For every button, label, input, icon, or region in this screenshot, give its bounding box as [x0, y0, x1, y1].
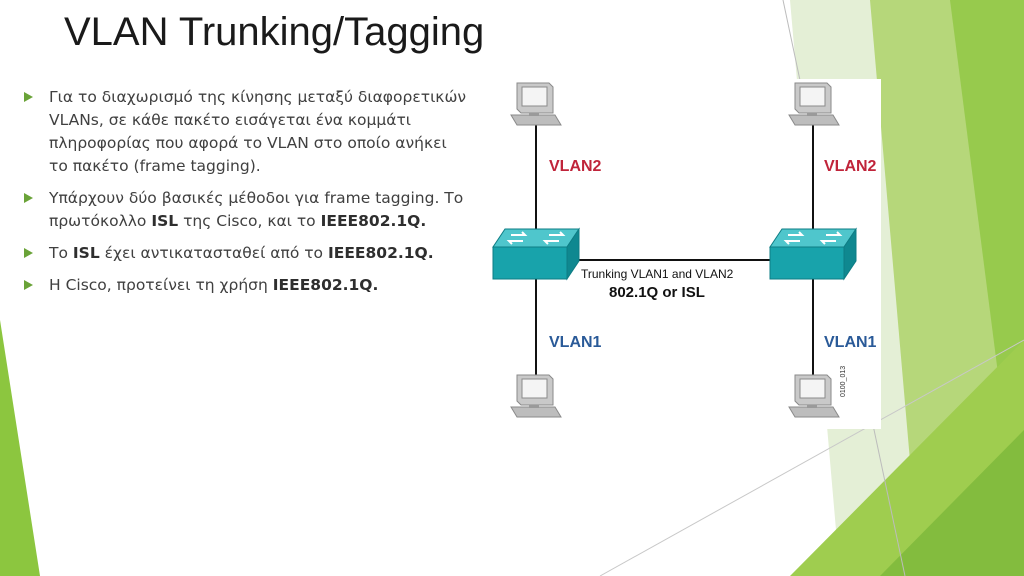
bullet-bold-text: IEEE802.1Q. [320, 212, 427, 230]
bullet-text: Η Cisco, προτείνει τη χρήση [49, 276, 273, 294]
bullet-arrow-icon [24, 92, 33, 102]
vlan-trunk-diagram: VLAN2 VLAN2 VLAN1 VLAN1 Trunking VLAN1 a… [487, 79, 881, 429]
switch-icon [769, 227, 857, 281]
bullet-text: Το [49, 244, 73, 262]
bullet-list: Για το διαχωρισμό της κίνησης μεταξύ δια… [22, 86, 467, 306]
bullet-item: Για το διαχωρισμό της κίνησης μεταξύ δια… [22, 86, 467, 178]
vlan1-label-left: VLAN1 [549, 334, 602, 351]
vlan2-label-left: VLAN2 [549, 158, 602, 175]
vlan2-label-right: VLAN2 [824, 158, 877, 175]
bullet-text: έχει αντικατασταθεί από το [99, 244, 328, 262]
bullet-bold-text: ISL [72, 244, 100, 262]
trunk-protocol: 802.1Q or ISL [609, 284, 705, 301]
bullet-arrow-icon [24, 280, 33, 290]
bullet-item: Η Cisco, προτείνει τη χρήση IEEE802.1Q. [22, 274, 467, 297]
pc-icon [510, 374, 562, 418]
bullet-text: Υπάρχουν δύο βασικές μέθοδοι για frame t… [49, 189, 464, 230]
bullet-arrow-icon [24, 248, 33, 258]
trunk-description: Trunking VLAN1 and VLAN2 [581, 267, 734, 281]
decor-left-sliver [0, 320, 40, 576]
bullet-text: Για το διαχωρισμό της κίνησης μεταξύ δια… [49, 88, 467, 175]
slide-title: VLAN Trunking/Tagging [64, 10, 485, 54]
bullet-item: Το ISL έχει αντικατασταθεί από το IEEE80… [22, 242, 467, 265]
pc-icon [788, 374, 840, 418]
decor-shape-bottom2 [880, 430, 1024, 576]
bullet-bold-text: IEEE802.1Q. [272, 276, 379, 294]
pc-icon [788, 82, 840, 126]
vlan1-label-right: VLAN1 [824, 334, 877, 351]
bullet-bold-text: ISL [151, 212, 179, 230]
pc-icon [510, 82, 562, 126]
figure-id: 0100_013 [840, 365, 847, 397]
bullet-item: Υπάρχουν δύο βασικές μέθοδοι για frame t… [22, 187, 467, 233]
bullet-text: της Cisco, και το [178, 212, 321, 230]
decor-line-2 [599, 339, 1024, 576]
switch-icon [492, 227, 580, 281]
bullet-bold-text: IEEE802.1Q. [327, 244, 434, 262]
connection-lines [535, 117, 814, 379]
bullet-arrow-icon [24, 193, 33, 203]
